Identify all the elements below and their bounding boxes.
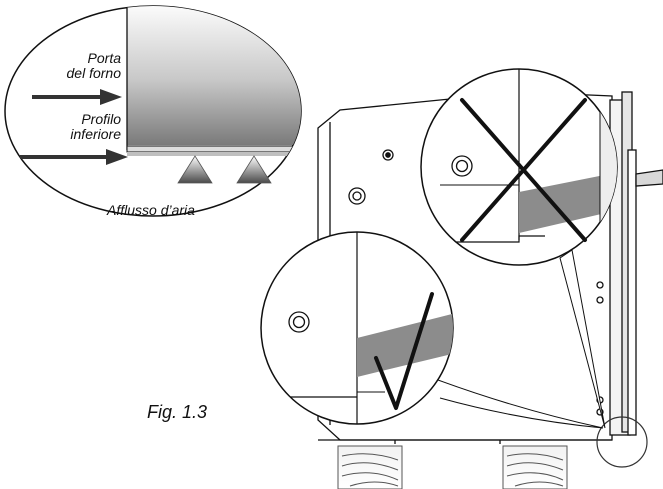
check-mark-icon [374,292,434,410]
figure-caption: Fig. 1.3 [147,402,207,422]
label-profilo-line2: inferiore [70,126,121,142]
label-profilo-line1: Profilo [81,111,121,127]
air-cone-icon [177,155,213,184]
label-porta-line2: del forno [67,65,122,81]
label-afflusso: Afflusso d’aria [106,202,195,218]
oven-door-panel [127,6,301,145]
wooden-support-left [337,445,403,489]
airflow-detail-ellipse: Porta del forno Profilo inferiore Afflus… [4,5,302,218]
arrow-right-icon [32,89,122,105]
air-cone-icon [236,155,272,184]
wooden-support-right [502,445,568,489]
cross-mark-icon [460,98,587,242]
detail-circle-wrong [420,68,618,266]
label-porta-line1: Porta [88,50,122,66]
callout-tail-x [559,249,606,429]
callout-tail-check [437,379,604,429]
arrow-right-icon [20,149,128,165]
detail-highlight-circle [596,416,648,468]
detail-circle-correct [260,231,454,425]
lower-profile-strip [126,145,301,153]
